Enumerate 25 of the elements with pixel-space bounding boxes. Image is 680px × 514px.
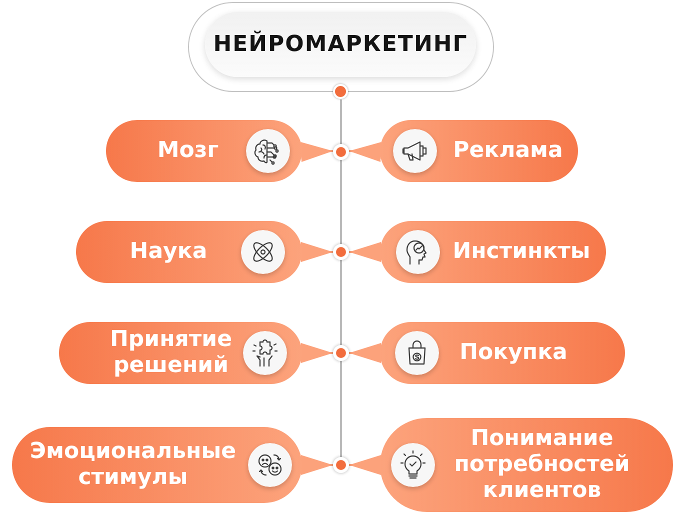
title-text: НЕЙРОМАРКЕТИНГ: [213, 32, 468, 57]
topic-label: Эмоциональные стимулы: [28, 439, 238, 491]
topic-label: Понимание потребностей клиентов: [453, 426, 631, 504]
connector-line: [340, 160, 342, 244]
junction-dot: [333, 144, 349, 160]
topic-label: Покупка: [460, 340, 568, 366]
connector-line: [340, 260, 342, 345]
pointer-arrow: [348, 142, 382, 162]
pointer-arrow: [301, 455, 333, 475]
pointer-arrow: [349, 455, 381, 475]
connector-line: [340, 361, 342, 457]
topic-label: Наука: [130, 239, 208, 265]
pointer-arrow: [301, 242, 333, 262]
junction-dot: [333, 457, 349, 473]
junction-dot: [333, 244, 349, 260]
junction-dot: [333, 345, 349, 361]
pointer-arrow: [349, 242, 381, 262]
topic-label: Реклама: [453, 138, 563, 164]
connector-line: [340, 100, 342, 144]
pointer-arrow: [349, 343, 381, 363]
pointer-arrow: [300, 142, 334, 162]
topic-label: Инстинкты: [452, 239, 590, 265]
topic-label: Мозг: [157, 138, 219, 164]
topic-label: Принятие решений: [109, 327, 233, 379]
pointer-arrow: [301, 343, 333, 363]
